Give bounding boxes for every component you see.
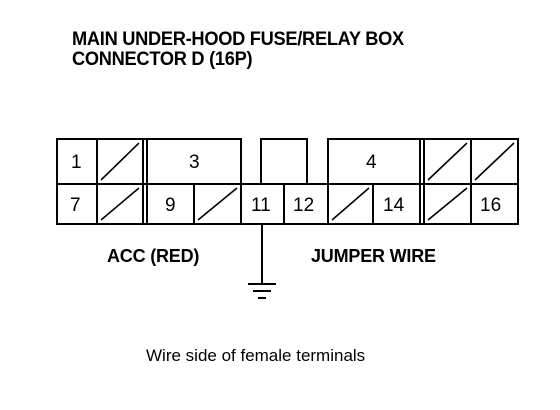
empty-cavity-mark [197,187,238,221]
empty-cavity-mark [474,142,515,181]
pin-16-label: 16 [480,195,501,216]
diagram-title-line2: CONNECTOR D (16P) [72,49,253,70]
pin-3-label: 3 [189,152,200,173]
jumper-wire-label: JUMPER WIRE [311,246,436,266]
pin-14-label: 14 [383,195,405,216]
connector-body [56,138,519,225]
pin-1-label: 1 [71,152,82,173]
empty-cavity-mark [100,187,140,221]
pin-9-label: 9 [165,195,176,216]
empty-cavity-mark [331,187,370,221]
diagram-title-line1: MAIN UNDER-HOOD FUSE/RELAY BOX [72,29,404,50]
pin-7-label: 7 [70,195,81,216]
view-caption: Wire side of female terminals [146,346,365,365]
connector-lock-tab [260,138,308,184]
empty-cavity-mark [427,142,468,181]
empty-cavity-mark [427,187,468,221]
pin-11-label: 11 [251,195,271,216]
connector-lower-outline [56,183,519,225]
pin-4-label: 4 [366,152,377,173]
pin-12-label: 12 [293,195,314,216]
connector-upper-left-outline [56,138,242,184]
empty-cavity-mark [100,142,140,181]
ground-symbol [248,224,276,299]
acc-red-label: ACC (RED) [107,246,199,266]
